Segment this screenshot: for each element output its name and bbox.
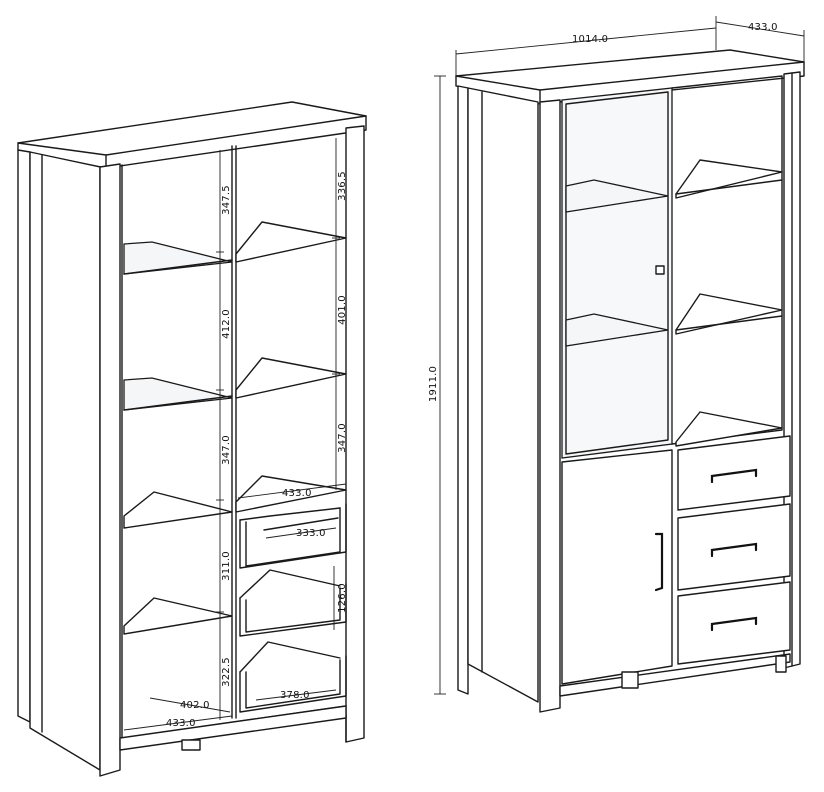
drawer-3-handle xyxy=(710,616,758,632)
right-wood-shelf-3 xyxy=(235,475,347,513)
left-front-post xyxy=(99,163,121,777)
right-wood-shelf-2 xyxy=(235,357,347,399)
left-glass-shelf-middle xyxy=(123,377,233,411)
right-outer-post xyxy=(457,85,469,695)
dim-glass-mid-gap: 412.0 xyxy=(221,309,232,339)
left-outer-post xyxy=(17,149,31,723)
lower-door-handle xyxy=(654,532,664,592)
right-front-post xyxy=(345,125,365,743)
dim-shelf-low-gap: 347.0 xyxy=(337,423,348,453)
right-open-shelf-2 xyxy=(675,293,783,335)
left-wood-shelf-1 xyxy=(123,491,233,529)
drawer-3 xyxy=(677,581,791,665)
dim-shelf-top-gap: 336.5 xyxy=(337,171,348,201)
right-cabinet xyxy=(455,49,805,713)
dim-shelf-mid-gap: 401.0 xyxy=(337,295,348,325)
dim-depth: 433.0 xyxy=(748,22,778,33)
left-drawer-1 xyxy=(239,503,347,569)
left-dimension-labels: 347.5 336.5 412.0 401.0 347.0 347.0 433.… xyxy=(166,171,348,729)
dim-shelf-depth-right: 433.0 xyxy=(282,488,312,499)
left-top-slab xyxy=(17,101,367,169)
left-side-panel xyxy=(29,151,101,771)
glass-door-inner xyxy=(565,91,669,455)
dim-bottom-compartment: 322.5 xyxy=(221,657,232,687)
right-open-shelf-3 xyxy=(675,411,783,447)
drawer-1-handle xyxy=(710,468,758,484)
dim-drawer-width-inner: 333.0 xyxy=(296,528,326,539)
left-glass-shelf-upper xyxy=(123,241,233,275)
dim-glass-top-gap: 347.5 xyxy=(221,185,232,215)
right-wood-shelf-1 xyxy=(235,221,347,263)
right-dimension-lines xyxy=(434,16,805,695)
dim-width: 1014.0 xyxy=(572,34,608,45)
left-plinth xyxy=(119,705,347,751)
door-knob-glass xyxy=(655,265,665,275)
right-plinth xyxy=(559,653,791,697)
dim-bottom-depth: 433.0 xyxy=(166,718,196,729)
left-wood-shelf-2 xyxy=(123,597,233,635)
lower-door xyxy=(561,449,673,685)
dim-compartment-height: 311.0 xyxy=(221,551,232,581)
right-side-panel xyxy=(467,87,539,703)
dim-glass-low-gap: 347.0 xyxy=(221,435,232,465)
left-drawer-3 xyxy=(239,641,347,713)
right-dimension-labels: 1014.0 433.0 1911.0 xyxy=(428,22,778,402)
dim-drawer-height: 126.0 xyxy=(337,583,348,613)
open-shelving-frame xyxy=(671,75,783,445)
left-drawer-2 xyxy=(239,569,347,637)
right-front-left-post xyxy=(539,99,561,713)
dim-height: 1911.0 xyxy=(428,366,439,402)
left-cabinet xyxy=(17,101,367,777)
left-dimension-lines xyxy=(123,138,347,731)
dim-bottom-inner-depth: 402.0 xyxy=(180,700,210,711)
drawer-2-handle xyxy=(710,542,758,558)
right-open-shelf-1 xyxy=(675,159,783,199)
dim-bottom-drawer-width: 378.0 xyxy=(280,690,310,701)
right-top-slab xyxy=(455,49,805,105)
